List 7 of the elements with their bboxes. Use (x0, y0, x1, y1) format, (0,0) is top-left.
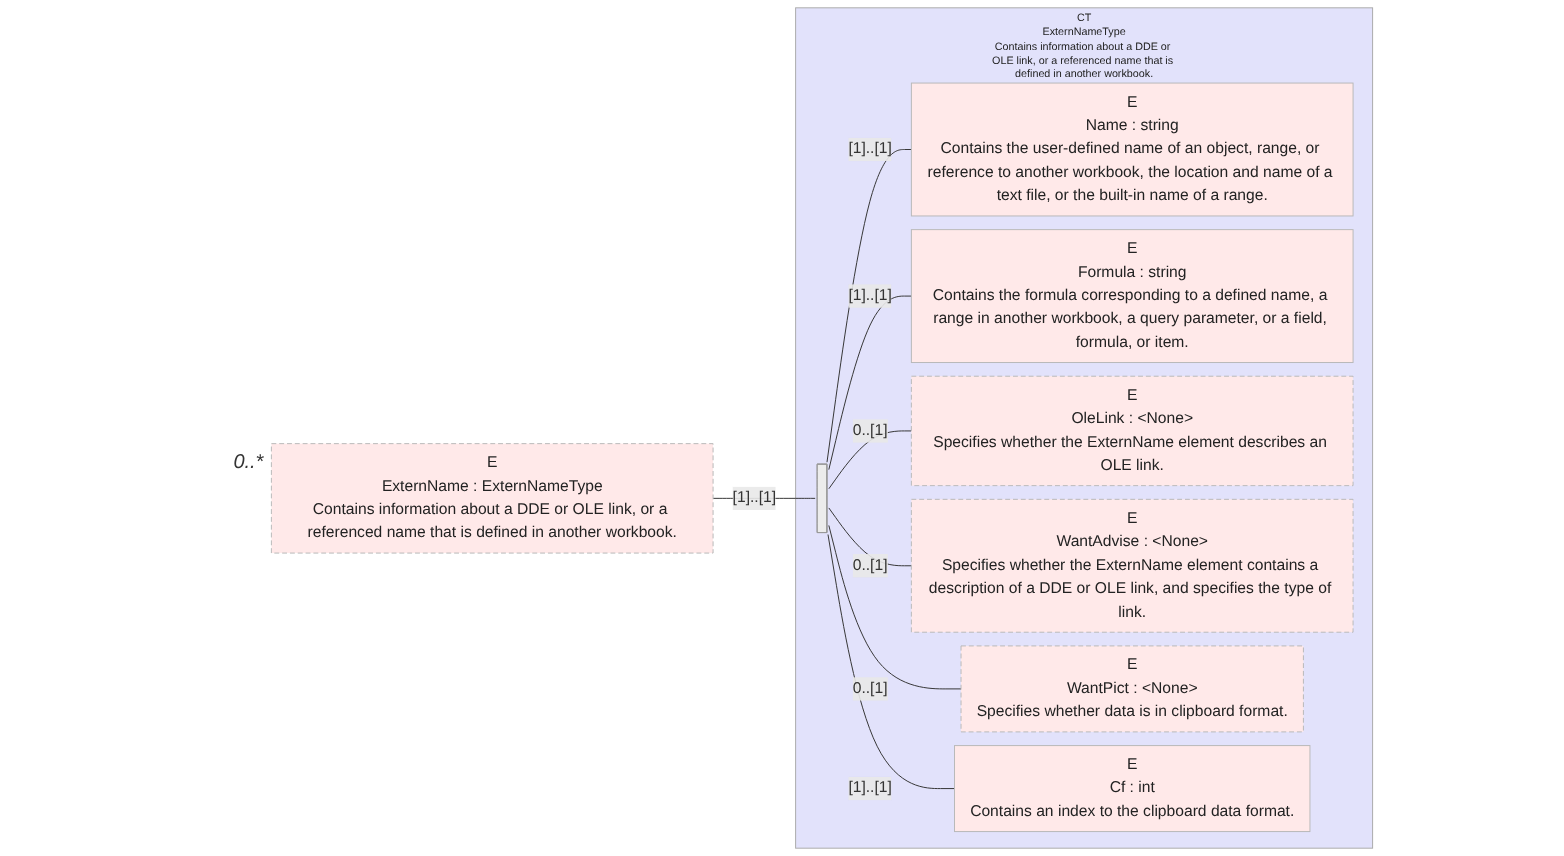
connector (828, 524, 962, 690)
connector (828, 507, 912, 567)
multiplicity-label: 0..* (233, 451, 264, 474)
connector (827, 534, 955, 790)
connector (828, 430, 912, 490)
connector (826, 149, 912, 463)
connector (828, 295, 912, 471)
